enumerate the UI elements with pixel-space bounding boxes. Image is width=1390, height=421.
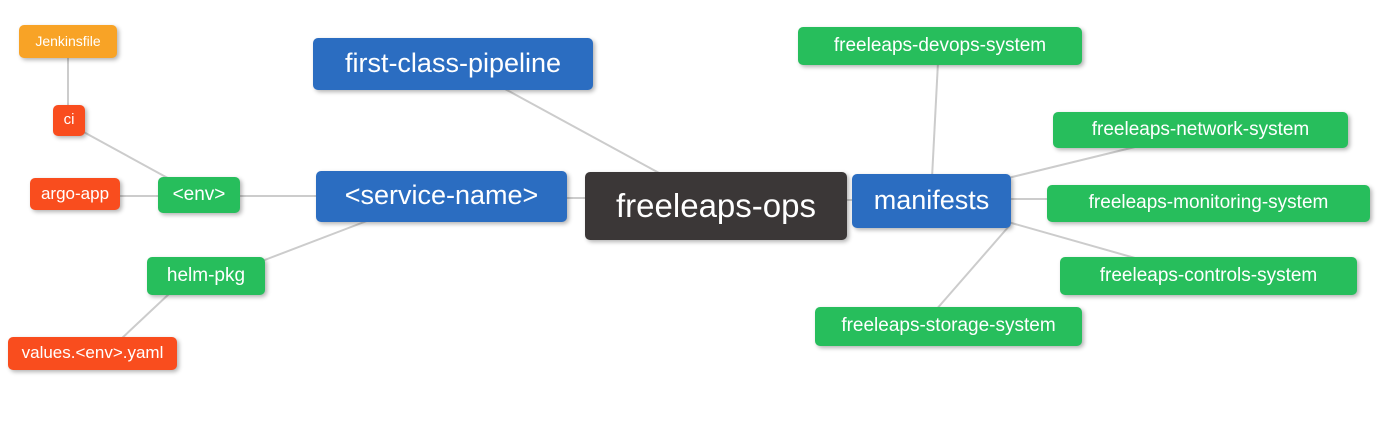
node-label: freeleaps-storage-system: [841, 315, 1056, 336]
edge-manifests-to-devops-system: [931, 61, 939, 179]
edge-ci-to-env: [79, 129, 176, 183]
node-label: helm-pkg: [166, 264, 246, 286]
node-label: Jenkinsfile: [35, 32, 101, 49]
node-manifests[interactable]: manifests: [852, 174, 1011, 228]
node-first-class-pipeline[interactable]: first-class-pipeline: [313, 38, 593, 90]
node-label: <service-name>: [344, 180, 539, 210]
edge-first-class-pipeline-to-freeleaps-ops: [504, 88, 673, 181]
node-label: freeleaps-network-system: [1091, 118, 1310, 140]
node-controls-system[interactable]: freeleaps-controls-system: [1060, 257, 1357, 295]
node-storage-system[interactable]: freeleaps-storage-system: [815, 307, 1082, 346]
node-env[interactable]: <env>: [158, 177, 240, 213]
node-devops-system[interactable]: freeleaps-devops-system: [798, 27, 1082, 65]
node-helm-pkg[interactable]: helm-pkg: [147, 257, 265, 295]
node-label: manifests: [873, 184, 990, 215]
node-label: first-class-pipeline: [344, 47, 562, 78]
node-label: freeleaps-monitoring-system: [1088, 192, 1329, 213]
edge-helm-pkg-to-values-env-yaml: [119, 292, 171, 341]
node-service-name[interactable]: <service-name>: [316, 171, 567, 222]
node-jenkinsfile[interactable]: Jenkinsfile: [19, 25, 117, 58]
node-label: values.<env>.yaml: [21, 343, 164, 362]
node-label: ci: [63, 111, 75, 128]
edge-manifests-to-network-system: [1007, 146, 1136, 179]
node-label: freeleaps-devops-system: [833, 34, 1047, 56]
node-label: freeleaps-controls-system: [1099, 264, 1318, 286]
node-network-system[interactable]: freeleaps-network-system: [1053, 112, 1348, 148]
node-values-env-yaml[interactable]: values.<env>.yaml: [8, 337, 177, 370]
node-monitoring-system[interactable]: freeleaps-monitoring-system: [1047, 185, 1370, 222]
node-label: argo-app: [40, 183, 110, 203]
edge-manifests-to-storage-system: [934, 224, 1011, 312]
edge-manifests-to-controls-system: [1007, 221, 1143, 261]
node-ci[interactable]: ci: [53, 105, 85, 136]
node-label: <env>: [172, 183, 226, 205]
node-freeleaps-ops[interactable]: freeleaps-ops: [585, 172, 847, 240]
edge-helm-pkg-to-service-name: [261, 218, 373, 262]
node-label: freeleaps-ops: [616, 186, 816, 224]
node-argo-app[interactable]: argo-app: [30, 178, 120, 210]
